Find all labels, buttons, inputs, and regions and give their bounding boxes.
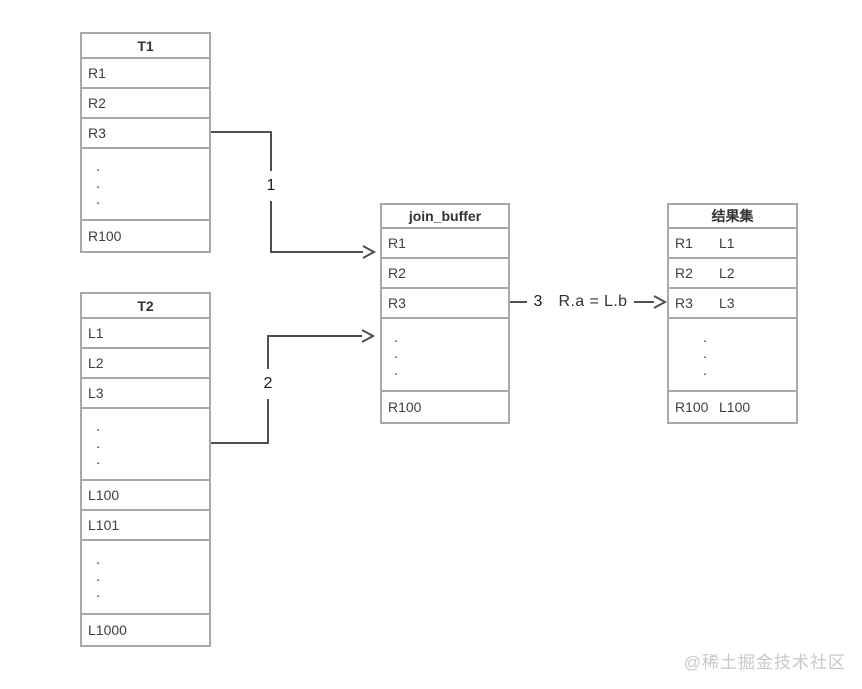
step1-label: 1 — [266, 177, 276, 194]
arrow-step2 — [211, 329, 376, 444]
table-row-ellipsis: . . . — [82, 149, 209, 221]
arrow-step1 — [211, 131, 377, 259]
dot: . — [394, 328, 399, 346]
dot: . — [96, 190, 101, 208]
dot: . — [394, 345, 399, 362]
dot: . — [703, 328, 708, 346]
table-row: R1 L1 — [669, 229, 796, 259]
dot: . — [703, 345, 708, 362]
table-row: R100 L100 — [669, 392, 796, 422]
table-result-set: 结果集 R1 L1 R2 L2 R3 L3 . . . R100 L100 — [667, 203, 798, 424]
table-row-ellipsis: . . . — [382, 319, 508, 392]
table-join-buffer-title: join_buffer — [382, 205, 508, 229]
step3-label: 3 — [533, 293, 543, 310]
table-row: R3 L3 — [669, 289, 796, 319]
table-row: R3 — [82, 119, 209, 149]
table-row-ellipsis: . . . — [82, 409, 209, 481]
table-row: R2 L2 — [669, 259, 796, 289]
table-result-set-title: 结果集 — [669, 205, 796, 229]
result-r-value: R2 — [675, 265, 693, 281]
dot: . — [96, 418, 101, 436]
table-row: R1 — [82, 59, 209, 89]
table-t2-title: T2 — [82, 294, 209, 319]
table-t1-title: T1 — [82, 34, 209, 59]
result-l-value: L2 — [719, 265, 735, 281]
table-row: R3 — [382, 289, 508, 319]
table-row: L101 — [82, 511, 209, 541]
table-row: R1 — [382, 229, 508, 259]
table-row: R100 — [88, 228, 122, 244]
result-r-value: R3 — [675, 295, 693, 311]
dot: . — [96, 450, 101, 468]
join-condition-label: R.a = L.b — [558, 293, 628, 310]
watermark: @稀土掘金技术社区 — [683, 653, 846, 672]
table-row: R2 — [82, 89, 209, 119]
dot: . — [96, 174, 101, 192]
result-r-value: R100 — [675, 399, 709, 415]
table-t1: T1 R1 R2 R3 . . . R100 — [80, 32, 211, 253]
dot: . — [394, 361, 399, 379]
table-row: L100 — [82, 481, 209, 511]
table-row: L1 — [82, 319, 209, 349]
dot: . — [96, 158, 101, 176]
table-t2: T2 L1 L2 L3 . . . L100 L101 . . . L1000 — [80, 292, 211, 647]
table-row: R2 — [382, 259, 508, 289]
table-row: L1000 — [88, 622, 127, 638]
dot: . — [703, 361, 708, 379]
dot: . — [96, 584, 101, 602]
result-r-value: R1 — [675, 235, 693, 251]
table-row-ellipsis: . . . — [669, 319, 796, 392]
arrow-step3 — [510, 295, 668, 309]
result-l-value: L3 — [719, 295, 735, 311]
table-join-buffer: join_buffer R1 R2 R3 . . . R100 — [380, 203, 510, 424]
result-l-value: L100 — [719, 399, 751, 415]
table-row: R100 — [388, 399, 422, 415]
result-l-value: L1 — [719, 235, 735, 251]
dot: . — [96, 567, 101, 585]
dot: . — [96, 434, 101, 452]
step2-label: 2 — [263, 375, 273, 392]
table-row-ellipsis: . . . — [82, 541, 209, 615]
table-row: L3 — [82, 379, 209, 409]
table-row: L2 — [82, 349, 209, 379]
dot: . — [96, 550, 101, 568]
